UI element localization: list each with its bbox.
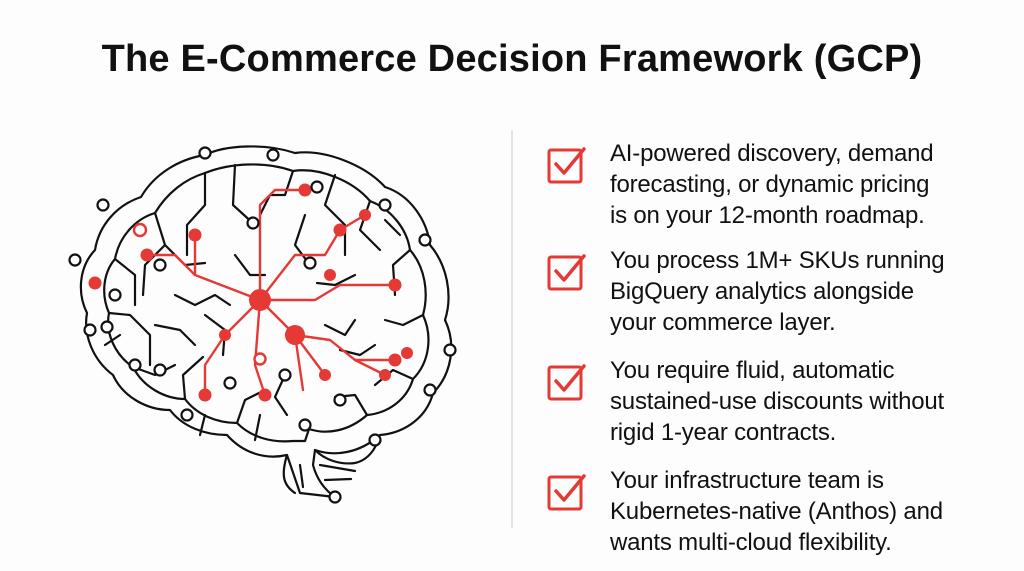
list-item-line: is on your 12-month roadmap.: [610, 202, 925, 229]
checkbox-checked-icon: [547, 254, 586, 291]
list-item-line: Kubernetes-native (Anthos) and: [610, 498, 943, 525]
checkbox-checked-icon: [547, 474, 586, 511]
checkbox-checked-icon: [547, 147, 586, 184]
list-item-line: AI-powered discovery, demand: [610, 140, 934, 167]
divider: [511, 130, 513, 528]
list-item: Your infrastructure team is Kubernetes-n…: [540, 465, 1010, 571]
list-item-line: You require fluid, automatic: [610, 357, 895, 384]
list-item-line: wants multi-cloud flexibility.: [610, 529, 892, 556]
list-item: You require fluid, automatic sustained-u…: [540, 355, 1010, 465]
criteria-list: AI-powered discovery, demand forecasting…: [540, 138, 1010, 571]
list-item-line: your commerce layer.: [610, 309, 836, 336]
list-item-line: BigQuery analytics alongside: [610, 278, 914, 305]
checkbox-checked-icon: [547, 364, 586, 401]
list-item: AI-powered discovery, demand forecasting…: [540, 138, 1010, 245]
page-title: The E-Commerce Decision Framework (GCP): [101, 38, 923, 80]
list-item-line: rigid 1-year contracts.: [610, 419, 837, 446]
list-item-line: Your infrastructure team is: [610, 467, 884, 494]
list-item-line: You process 1M+ SKUs running: [610, 247, 945, 274]
circuit-brain-icon: [68, 145, 457, 504]
list-item-line: sustained-use discounts without: [610, 388, 944, 415]
list-item-line: forecasting, or dynamic pricing: [610, 171, 930, 198]
list-item: You process 1M+ SKUs running BigQuery an…: [540, 245, 1010, 355]
